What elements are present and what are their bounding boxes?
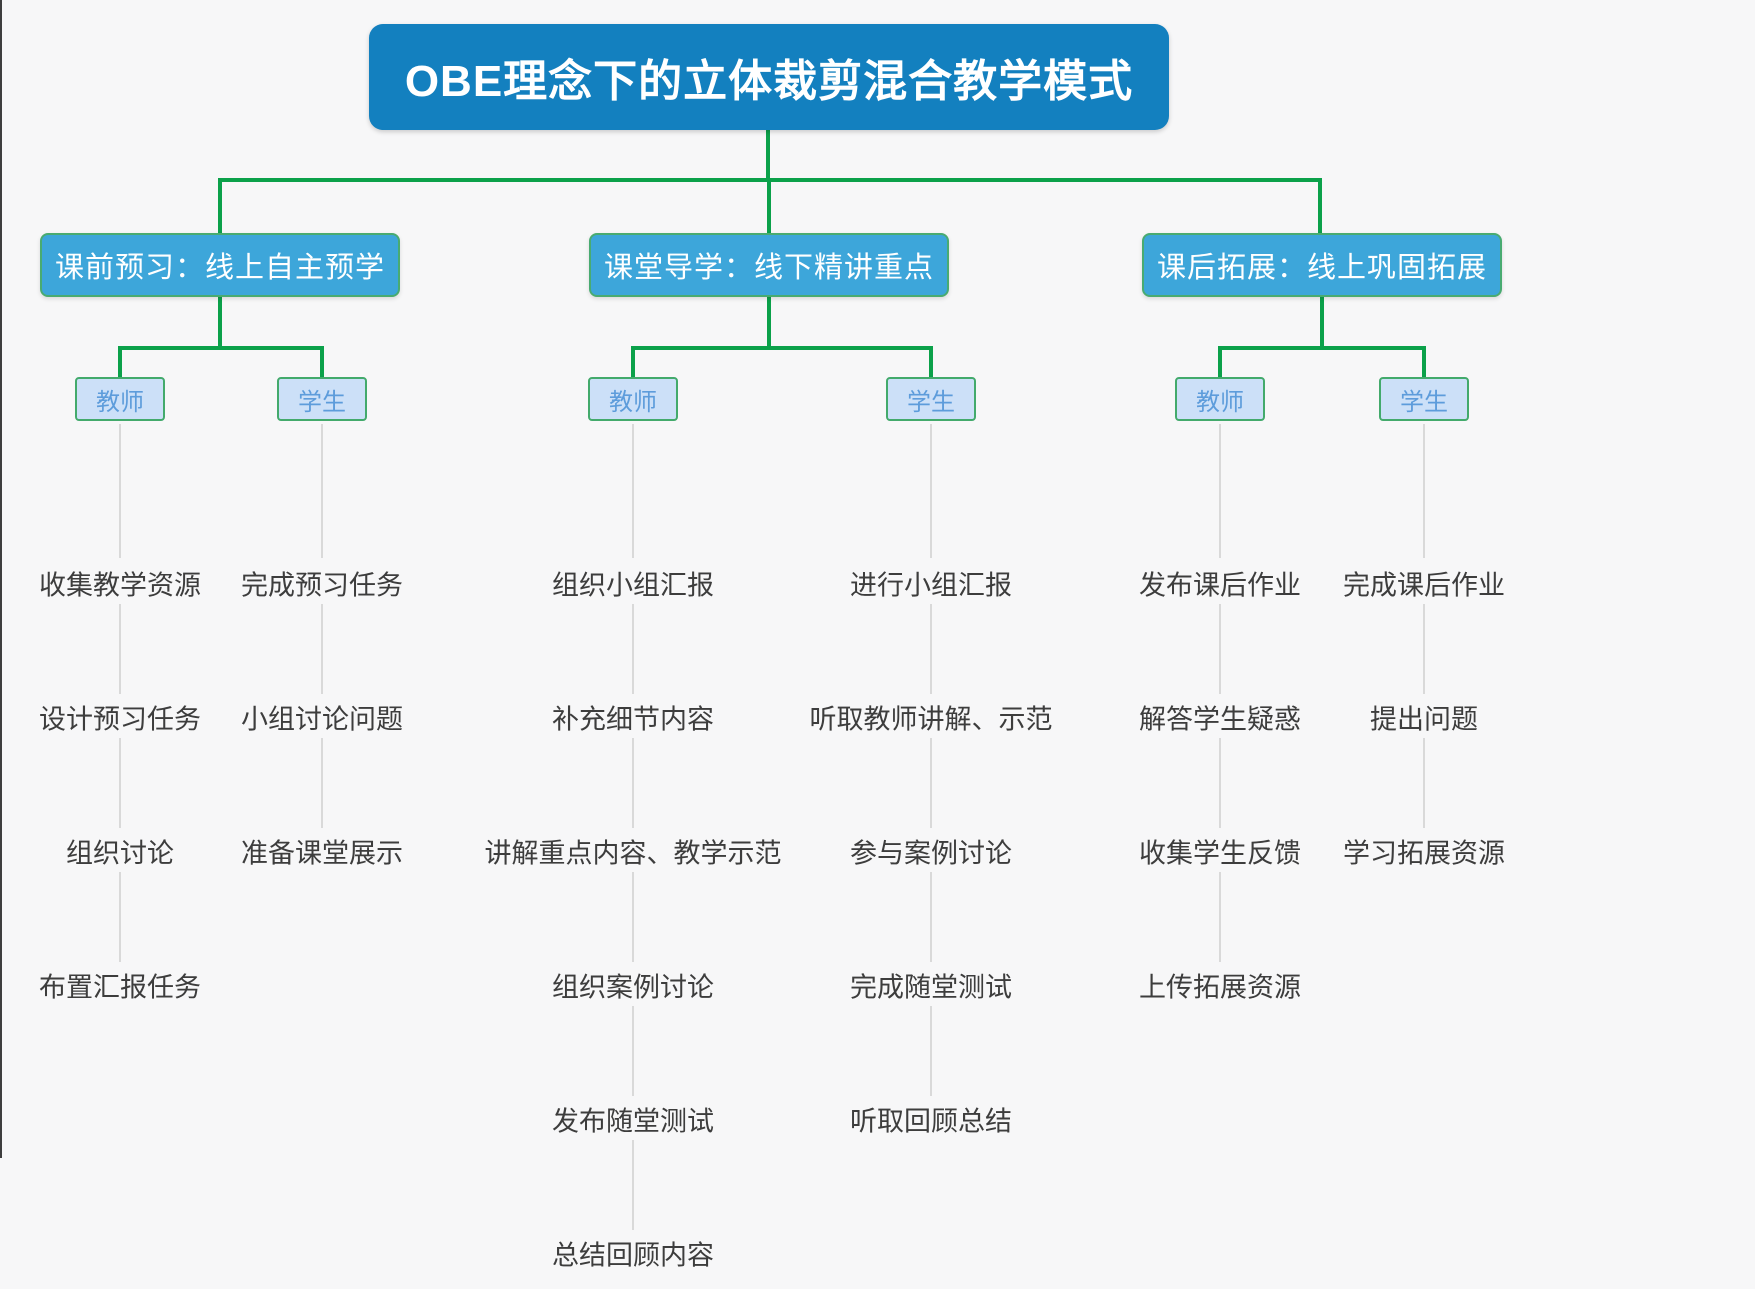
task-node[interactable]: 完成随堂测试 xyxy=(850,972,1012,1003)
task-node[interactable]: 组织案例讨论 xyxy=(552,972,714,1003)
task-node[interactable]: 总结回顾内容 xyxy=(552,1240,714,1271)
task-node[interactable]: 听取教师讲解、示范 xyxy=(809,704,1053,735)
branch-node-pre-class[interactable]: 课前预习：线上自主预学 xyxy=(40,233,400,297)
task-node[interactable]: 收集教学资源 xyxy=(39,570,201,601)
task-node[interactable]: 听取回顾总结 xyxy=(850,1106,1012,1137)
task-connectors xyxy=(119,424,1425,1230)
task-node[interactable]: 完成预习任务 xyxy=(241,570,403,601)
task-node[interactable]: 参与案例讨论 xyxy=(850,838,1012,869)
role-node-teacher[interactable]: 教师 xyxy=(75,377,165,421)
task-node[interactable]: 补充细节内容 xyxy=(552,704,714,735)
branch-node-in-class[interactable]: 课堂导学：线下精讲重点 xyxy=(589,233,949,297)
task-node[interactable]: 准备课堂展示 xyxy=(241,838,403,869)
task-node[interactable]: 设计预习任务 xyxy=(39,704,201,735)
role-node-teacher[interactable]: 教师 xyxy=(588,377,678,421)
task-node[interactable]: 发布随堂测试 xyxy=(552,1106,714,1137)
task-node[interactable]: 组织讨论 xyxy=(66,838,174,869)
branch-node-after-class[interactable]: 课后拓展：线上巩固拓展 xyxy=(1142,233,1502,297)
role-node-student[interactable]: 学生 xyxy=(886,377,976,421)
window-edge-line xyxy=(0,0,2,1158)
task-node[interactable]: 提出问题 xyxy=(1370,704,1478,735)
task-node[interactable]: 布置汇报任务 xyxy=(39,972,201,1003)
task-node[interactable]: 完成课后作业 xyxy=(1343,570,1505,601)
task-node[interactable]: 上传拓展资源 xyxy=(1139,972,1301,1003)
task-node[interactable]: 小组讨论问题 xyxy=(241,704,403,735)
task-node[interactable]: 进行小组汇报 xyxy=(850,570,1012,601)
role-node-teacher[interactable]: 教师 xyxy=(1175,377,1265,421)
task-node[interactable]: 解答学生疑惑 xyxy=(1139,704,1301,735)
role-node-student[interactable]: 学生 xyxy=(277,377,367,421)
role-node-student[interactable]: 学生 xyxy=(1379,377,1469,421)
task-node[interactable]: 学习拓展资源 xyxy=(1343,838,1505,869)
task-node[interactable]: 组织小组汇报 xyxy=(552,570,714,601)
task-node[interactable]: 收集学生反馈 xyxy=(1139,838,1301,869)
root-node[interactable]: OBE理念下的立体裁剪混合教学模式 xyxy=(369,24,1169,130)
task-node[interactable]: 发布课后作业 xyxy=(1139,570,1301,601)
task-node[interactable]: 讲解重点内容、教学示范 xyxy=(484,838,782,869)
